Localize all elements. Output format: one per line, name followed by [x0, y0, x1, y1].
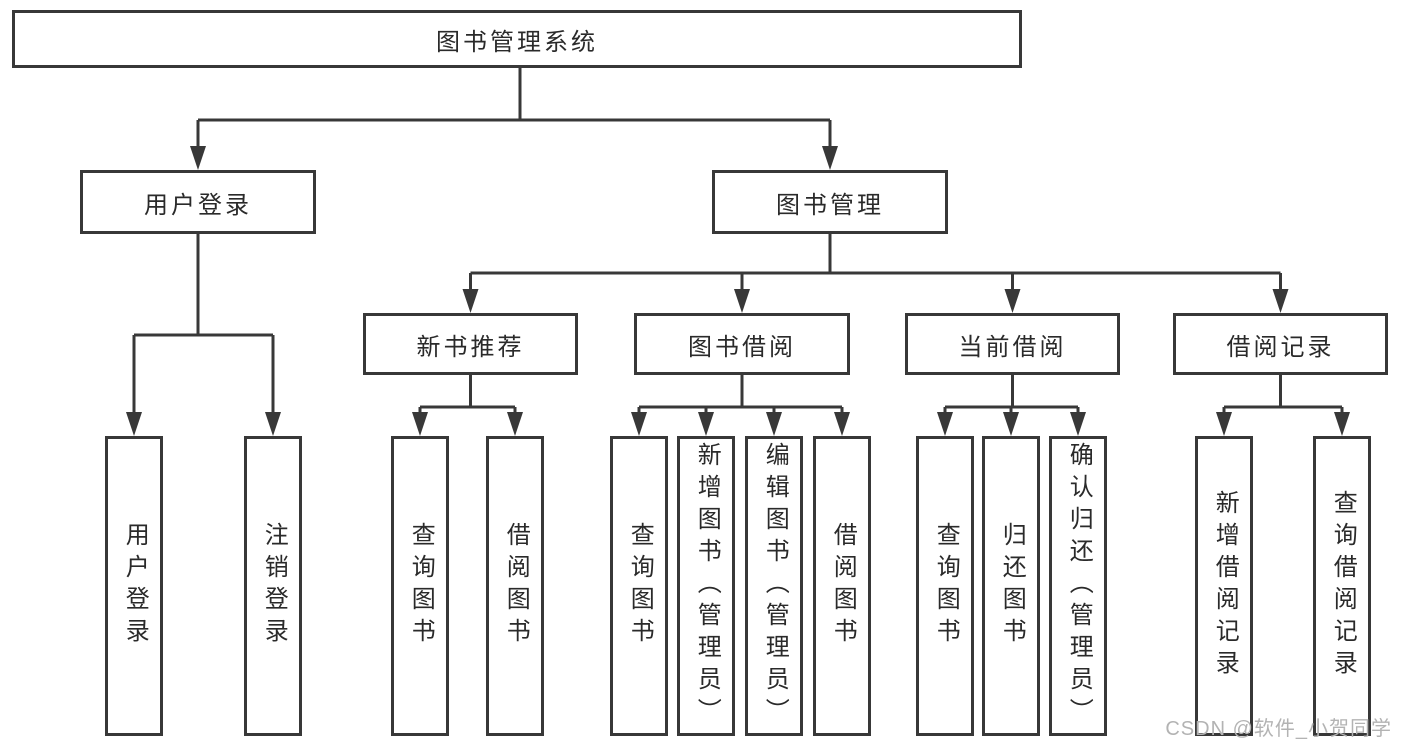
node-book-mgmt-label: 图书管理 — [776, 191, 884, 219]
node-root: 图书管理系统 — [12, 10, 1022, 68]
node-book-borrow-label: 图书借阅 — [688, 333, 796, 361]
leaf-current-confirm: 确认归还（管理员） — [1049, 436, 1107, 736]
arrowhead-icons — [126, 146, 1350, 436]
node-user-login-label: 用户登录 — [144, 191, 252, 219]
leaf-new-book-query: 查询图书 — [391, 436, 449, 736]
node-new-book-label: 新书推荐 — [416, 333, 525, 361]
leaf-new-book-borrow: 借阅图书 — [486, 436, 544, 736]
node-book-mgmt: 图书管理 — [712, 170, 948, 234]
leaf-current-return: 归还图书 — [982, 436, 1040, 736]
node-new-book: 新书推荐 — [363, 313, 578, 375]
node-borrow-record: 借阅记录 — [1173, 313, 1388, 375]
leaf-logout: 注销登录 — [244, 436, 302, 736]
leaf-current-query-label: 查询图书 — [932, 522, 960, 650]
leaf-current-return-label: 归还图书 — [998, 522, 1026, 650]
leaf-new-book-borrow-label: 借阅图书 — [502, 522, 530, 650]
node-current-borrow-label: 当前借阅 — [958, 333, 1067, 361]
leaf-book-borrow-add-label: 新增图书（管理员） — [693, 442, 721, 730]
leaf-user-login: 用户登录 — [105, 436, 163, 736]
leaf-user-login-label: 用户登录 — [121, 522, 149, 650]
leaf-book-borrow-query: 查询图书 — [610, 436, 668, 736]
leaf-book-borrow-add: 新增图书（管理员） — [677, 436, 735, 736]
leaf-new-book-query-label: 查询图书 — [407, 522, 435, 650]
leaf-current-query: 查询图书 — [916, 436, 974, 736]
leaf-record-add-label: 新增借阅记录 — [1211, 490, 1239, 682]
leaf-record-query: 查询借阅记录 — [1313, 436, 1371, 736]
leaf-logout-label: 注销登录 — [260, 522, 288, 650]
leaf-book-borrow-borrow: 借阅图书 — [813, 436, 871, 736]
leaf-book-borrow-edit: 编辑图书（管理员） — [745, 436, 803, 736]
leaf-book-borrow-edit-label: 编辑图书（管理员） — [761, 442, 789, 730]
leaf-record-query-label: 查询借阅记录 — [1329, 490, 1357, 682]
watermark: CSDN @软件_小贺同学 — [1165, 718, 1392, 740]
node-root-label: 图书管理系统 — [436, 28, 598, 56]
leaf-book-borrow-borrow-label: 借阅图书 — [829, 522, 857, 650]
node-book-borrow: 图书借阅 — [634, 313, 850, 375]
node-current-borrow: 当前借阅 — [905, 313, 1120, 375]
node-borrow-record-label: 借阅记录 — [1226, 333, 1335, 361]
leaf-record-add: 新增借阅记录 — [1195, 436, 1253, 736]
leaf-book-borrow-query-label: 查询图书 — [626, 522, 654, 650]
node-user-login: 用户登录 — [80, 170, 316, 234]
leaf-current-confirm-label: 确认归还（管理员） — [1065, 442, 1093, 730]
